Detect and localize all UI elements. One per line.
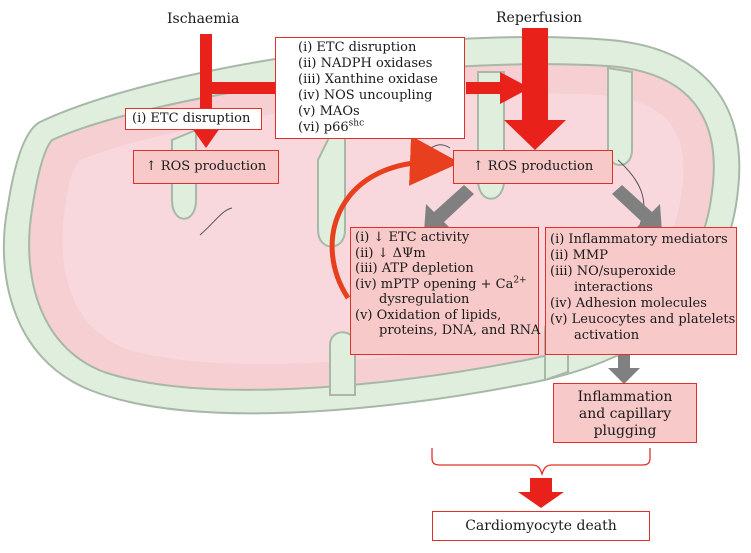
inflammatory-item: (v) Leucocytes and platelets xyxy=(550,312,736,327)
sources-to-reperfusion-arrow xyxy=(466,72,530,104)
damage-item-continued: dysregulation xyxy=(379,292,470,307)
inflammatory-box: (i) Inflammatory mediators (ii) MMP (iii… xyxy=(545,227,737,355)
ros-source-item: (v) MAOs xyxy=(298,104,360,119)
ischaemia-label: Ischaemia xyxy=(167,11,240,27)
inflammatory-item-continued: activation xyxy=(574,328,640,343)
inflammatory-item-continued: interactions xyxy=(574,280,653,295)
gray-arrow-down xyxy=(608,355,640,384)
calcium-superscript: 2+ xyxy=(513,275,527,286)
ros-source-item: (ii) NADPH oxidases xyxy=(298,56,433,71)
reperfusion-label: Reperfusion xyxy=(496,10,583,26)
cardiomyocyte-death-text: Cardiomyocyte death xyxy=(465,518,617,534)
damage-item-continued: proteins, DNA, and RNA xyxy=(379,323,541,338)
feedback-arrow xyxy=(329,135,460,300)
ros-sources-box: (i) ETC disruption (ii) NADPH oxidases (… xyxy=(275,37,465,139)
inflammation-line: Inflammation xyxy=(577,389,673,405)
ros-source-item: (vi) p66shc xyxy=(298,118,365,135)
reperfusion-arrow xyxy=(504,28,566,150)
etc-disruption-box: (i) ETC disruption xyxy=(125,108,262,130)
damage-item: (i) ↓ ETC activity xyxy=(355,230,470,245)
inflammatory-item: (i) Inflammatory mediators xyxy=(550,232,728,247)
inflammation-line: and capillary xyxy=(578,406,672,422)
damage-item: (iii) ATP depletion xyxy=(355,261,474,276)
damage-item: (iv) mPTP opening + Ca2+ xyxy=(355,275,527,292)
cardiomyocyte-death-box: Cardiomyocyte death xyxy=(432,511,650,541)
inflammatory-item: (ii) MMP xyxy=(550,248,608,263)
inflammatory-item: (iii) NO/superoxide xyxy=(550,264,676,279)
inflammation-box: Inflammation and capillary plugging xyxy=(553,383,697,443)
damage-item: (ii) ↓ ΔΨm xyxy=(355,245,426,261)
shc-superscript: shc xyxy=(348,118,365,129)
ros-source-item: (iv) NOS uncoupling xyxy=(298,88,433,103)
bracket xyxy=(431,448,651,477)
ros-production-right-box: ↑ ROS production xyxy=(453,150,613,184)
gray-arrow-left xyxy=(424,185,474,232)
death-arrow xyxy=(518,478,564,508)
damage-item: (v) Oxidation of lipids, xyxy=(355,307,502,323)
ischaemia-branch-arrow xyxy=(206,82,276,94)
inflammation-line: plugging xyxy=(593,423,657,439)
ros-production-right-text: ↑ ROS production xyxy=(472,159,594,174)
gray-arrow-right xyxy=(612,185,662,232)
ros-source-item: (i) ETC disruption xyxy=(298,40,417,55)
ros-production-left-text: ↑ ROS production xyxy=(145,159,267,174)
ros-source-item: (iii) Xanthine oxidase xyxy=(298,72,438,87)
mitochondrial-damage-box: (i) ↓ ETC activity (ii) ↓ ΔΨm (iii) ATP … xyxy=(350,227,541,355)
ros-production-left-box: ↑ ROS production xyxy=(133,150,279,184)
inflammatory-item: (iv) Adhesion molecules xyxy=(550,296,707,311)
etc-disruption-text: (i) ETC disruption xyxy=(132,111,251,126)
